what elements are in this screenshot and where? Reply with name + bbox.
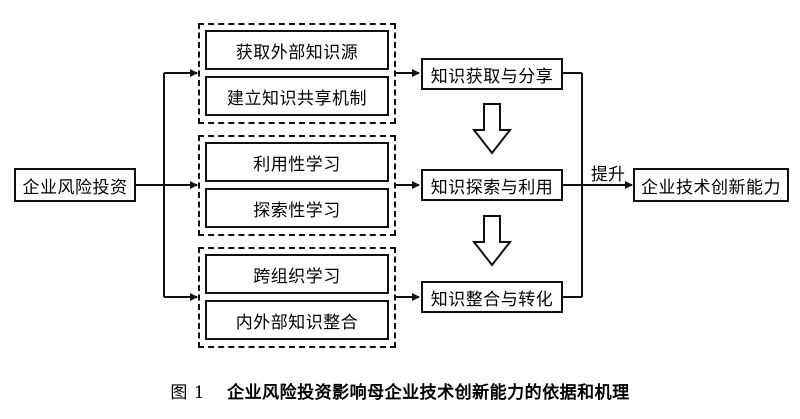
stage-1-label: 知识获取与分享 bbox=[430, 66, 554, 87]
group-2-item-1: 利用性学习 bbox=[205, 142, 389, 182]
hollow-down-arrow-2 bbox=[471, 215, 513, 267]
group-3-item-2: 内外部知识整合 bbox=[205, 300, 389, 340]
group-3-item-2-label: 内外部知识整合 bbox=[235, 312, 359, 333]
hollow-down-arrow-1 bbox=[471, 103, 513, 155]
group-3-dashed-frame bbox=[198, 247, 396, 348]
stage-2-box: 知识探索与利用 bbox=[421, 169, 563, 201]
stage-2-label: 知识探索与利用 bbox=[430, 177, 554, 198]
stage-3-box: 知识整合与转化 bbox=[421, 281, 563, 313]
group-2-item-2-label: 探索性学习 bbox=[253, 200, 341, 221]
edge-label-lift: 提升 bbox=[591, 165, 625, 185]
figure-caption-text: 企业风险投资影响母企业技术创新能力的依据和机理 bbox=[227, 383, 630, 403]
figure-caption: 图 1 企业风险投资影响母企业技术创新能力的依据和机理 bbox=[0, 378, 800, 403]
group-2-dashed-frame bbox=[198, 135, 396, 236]
group-1-item-2: 建立知识共享机制 bbox=[205, 76, 389, 116]
group-3-item-1: 跨组织学习 bbox=[205, 254, 389, 294]
group-2-item-2: 探索性学习 bbox=[205, 188, 389, 228]
source-label: 企业风险投资 bbox=[22, 177, 128, 198]
stage-1-box: 知识获取与分享 bbox=[421, 58, 563, 90]
target-label: 企业技术创新能力 bbox=[641, 177, 781, 198]
figure-number: 图 1 bbox=[170, 383, 206, 403]
group-1-item-1: 获取外部知识源 bbox=[205, 30, 389, 70]
target-box: 企业技术创新能力 bbox=[633, 168, 789, 202]
stage-3-label: 知识整合与转化 bbox=[430, 289, 554, 310]
group-3-item-1-label: 跨组织学习 bbox=[253, 266, 341, 287]
group-1-item-2-label: 建立知识共享机制 bbox=[227, 88, 367, 109]
group-2-item-1-label: 利用性学习 bbox=[253, 154, 341, 175]
source-box: 企业风险投资 bbox=[14, 168, 136, 202]
group-1-dashed-frame bbox=[198, 23, 396, 124]
group-1-item-1-label: 获取外部知识源 bbox=[235, 42, 359, 63]
